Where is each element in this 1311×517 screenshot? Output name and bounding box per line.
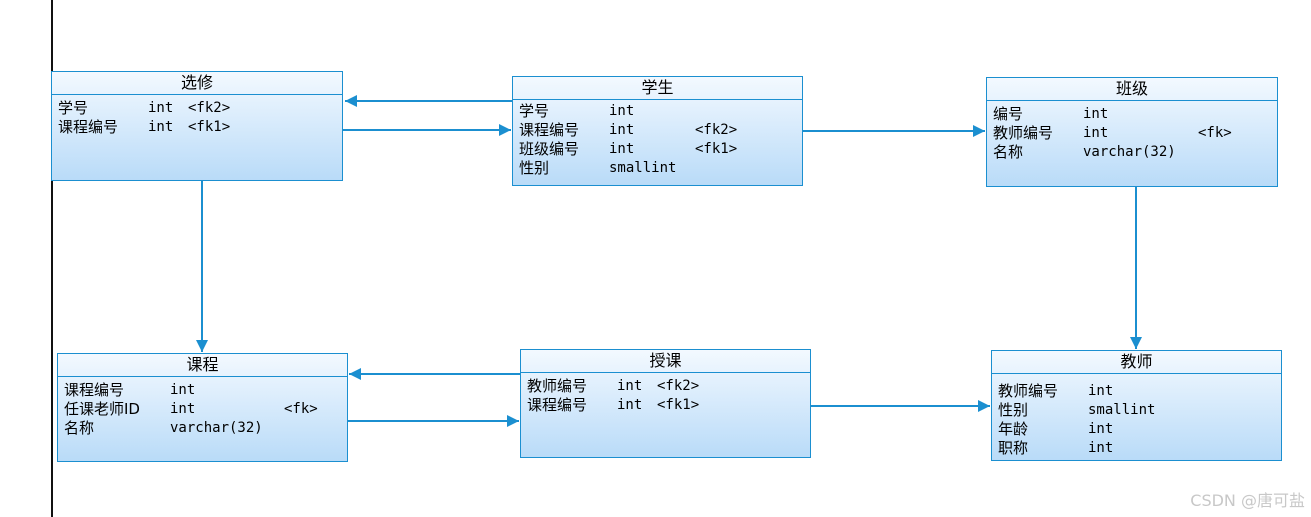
attribute-name: 年龄: [998, 420, 1029, 438]
attribute-key: <fk1>: [188, 119, 231, 135]
attribute-name: 课程编号: [64, 381, 125, 399]
attribute-type: int: [609, 122, 635, 138]
attribute-row: 教师编号 int <fk2>: [527, 377, 810, 396]
attribute-name: 班级编号: [519, 140, 580, 158]
attribute-name: 名称: [64, 419, 95, 437]
entity-xuesheng[interactable]: 学生 学号 int 课程编号 int <fk2> 班级编号 int <fk1> …: [512, 76, 803, 186]
entity-title: 班级: [987, 78, 1277, 101]
attribute-row: 班级编号 int <fk1>: [519, 140, 802, 159]
attribute-name: 教师编号: [993, 124, 1054, 142]
entity-kecheng[interactable]: 课程 课程编号 int 任课老师ID int <fk> 名称 varchar(3…: [57, 353, 348, 462]
attribute-row: 任课老师ID int <fk>: [64, 400, 347, 419]
attribute-name: 学号: [519, 102, 550, 120]
attribute-row: 教师编号 int: [998, 382, 1281, 401]
entity-title: 教师: [992, 351, 1281, 374]
attribute-key: <fk2>: [695, 122, 738, 138]
attribute-type: varchar(32): [1083, 144, 1176, 160]
attribute-name: 课程编号: [58, 118, 119, 136]
attribute-type: int: [148, 119, 174, 135]
attribute-name: 学号: [58, 99, 89, 117]
attribute-key: <fk>: [284, 401, 318, 417]
attribute-key: <fk1>: [657, 397, 700, 413]
attribute-type: smallint: [609, 160, 677, 176]
attribute-row: 性别 smallint: [519, 159, 802, 178]
attribute-row: 课程编号 int <fk1>: [58, 118, 342, 137]
attribute-type: int: [609, 103, 635, 119]
attribute-name: 性别: [998, 401, 1029, 419]
attribute-row: 名称 varchar(32): [993, 143, 1277, 162]
attribute-row: 学号 int <fk2>: [58, 99, 342, 118]
attribute-row: 名称 varchar(32): [64, 419, 347, 438]
attribute-row: 教师编号 int <fk>: [993, 124, 1277, 143]
attribute-row: 课程编号 int <fk2>: [519, 121, 802, 140]
entity-jiaoshi[interactable]: 教师 教师编号 int 性别 smallint 年龄 int 职称 int: [991, 350, 1282, 461]
entity-title: 选修: [52, 72, 342, 95]
canvas-left-border: [51, 0, 53, 517]
attribute-name: 任课老师ID: [64, 400, 140, 418]
attribute-name: 职称: [998, 439, 1029, 457]
attribute-key: <fk>: [1198, 125, 1232, 141]
attribute-name: 教师编号: [527, 377, 588, 395]
attribute-key: <fk1>: [695, 141, 738, 157]
entity-xuanxiu[interactable]: 选修 学号 int <fk2> 课程编号 int <fk1>: [51, 71, 343, 181]
attribute-name: 课程编号: [527, 396, 588, 414]
attribute-type: int: [1088, 383, 1114, 399]
attribute-row: 性别 smallint: [998, 401, 1281, 420]
attribute-row: 编号 int: [993, 105, 1277, 124]
attribute-type: int: [1083, 125, 1109, 141]
attribute-type: int: [617, 397, 643, 413]
attribute-name: 编号: [993, 105, 1024, 123]
attribute-type: int: [1083, 106, 1109, 122]
entity-banji[interactable]: 班级 编号 int 教师编号 int <fk> 名称 varchar(32): [986, 77, 1278, 187]
attribute-type: smallint: [1088, 402, 1156, 418]
attribute-type: varchar(32): [170, 420, 263, 436]
attribute-row: 年龄 int: [998, 420, 1281, 439]
attribute-row: 课程编号 int: [64, 381, 347, 400]
entity-shouke[interactable]: 授课 教师编号 int <fk2> 课程编号 int <fk1>: [520, 349, 811, 458]
entity-title: 授课: [521, 350, 810, 373]
watermark: CSDN @唐可盐: [1190, 491, 1305, 510]
attribute-type: int: [170, 401, 196, 417]
attribute-type: int: [609, 141, 635, 157]
attribute-row: 课程编号 int <fk1>: [527, 396, 810, 415]
attribute-type: int: [1088, 440, 1114, 456]
attribute-name: 课程编号: [519, 121, 580, 139]
attribute-key: <fk2>: [188, 100, 231, 116]
attribute-name: 性别: [519, 159, 550, 177]
attribute-type: int: [148, 100, 174, 116]
attribute-type: int: [617, 378, 643, 394]
attribute-key: <fk2>: [657, 378, 700, 394]
attribute-type: int: [1088, 421, 1114, 437]
attribute-type: int: [170, 382, 196, 398]
attribute-name: 名称: [993, 143, 1024, 161]
attribute-row: 职称 int: [998, 439, 1281, 458]
attribute-name: 教师编号: [998, 382, 1059, 400]
entity-title: 学生: [513, 77, 802, 100]
attribute-row: 学号 int: [519, 102, 802, 121]
entity-title: 课程: [58, 354, 347, 377]
